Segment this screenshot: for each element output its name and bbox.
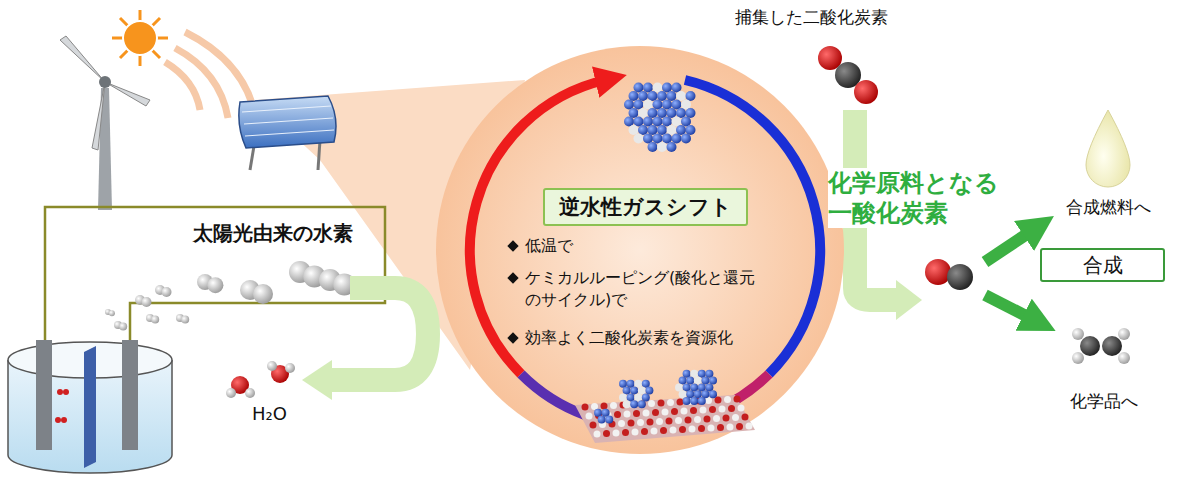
electrolysis-tank [8, 340, 172, 473]
water-arrow [302, 288, 428, 400]
product-label: 化学原料となる 一酸化炭素 [828, 168, 1004, 228]
sun [112, 10, 168, 66]
fuel-droplet [1086, 110, 1130, 187]
source-label: 捕集した二酸化炭素 [735, 6, 888, 29]
co2-molecule [818, 46, 878, 104]
hydrogen-label: 太陽光由来の水素 [193, 220, 353, 247]
process-box: 逆水性ガスシフト [543, 188, 748, 226]
cycle-illustration [435, 45, 845, 455]
hydrogen-molecules [105, 261, 355, 331]
bullet-text: ケミカルルーピング(酸化と還元のサイクル)で [525, 267, 765, 310]
chemical-arrow [985, 295, 1030, 318]
output-label: 化学品へ [1070, 390, 1138, 413]
box-text: 合成 [1083, 252, 1123, 279]
process-box: 合成 [1040, 248, 1165, 282]
box-text: 逆水性ガスシフト [559, 193, 732, 221]
ethylene-molecule [1072, 328, 1130, 364]
fuel-arrow [985, 232, 1030, 262]
water-molecules [226, 361, 295, 398]
zoom-circle: 低温でケミカルルーピング(酸化と還元のサイクル)で効率よく二酸化炭素を資源化 逆水… [435, 45, 845, 455]
output-label: 合成燃料へ [1066, 196, 1151, 219]
solar-trough [239, 96, 336, 170]
bullet-text: 効率よく二酸化炭素を資源化 [525, 327, 765, 349]
co-molecule [925, 259, 973, 290]
wind-turbine [60, 36, 150, 210]
formula-label: H₂O [252, 402, 287, 426]
bullet-text: 低温で [525, 235, 765, 257]
